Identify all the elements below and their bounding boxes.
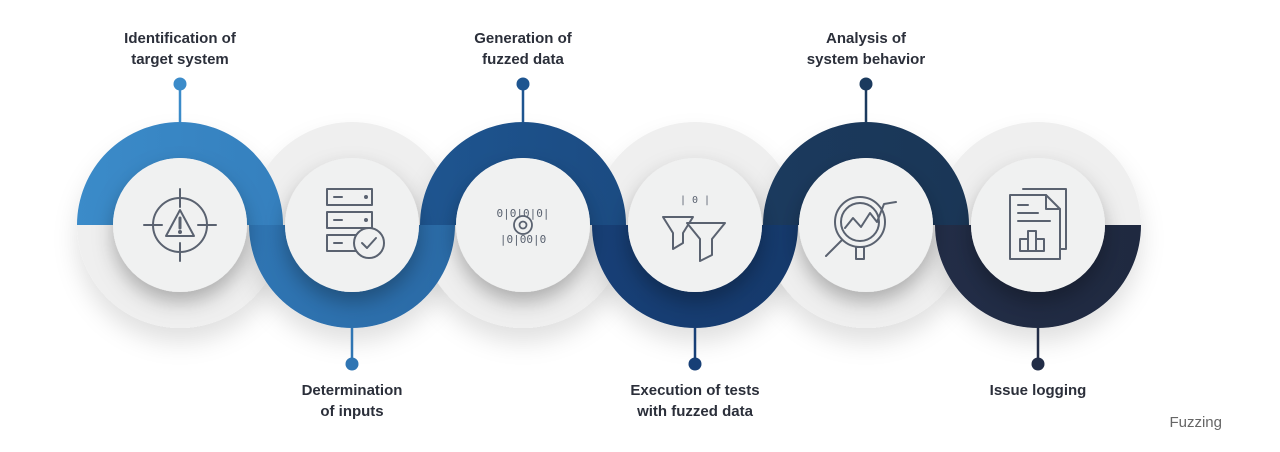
pin-dot [345, 357, 359, 371]
step-ring-arc [420, 122, 626, 225]
step-icon-circle [285, 158, 419, 292]
pin-dot [859, 77, 873, 91]
step-ring-arc [763, 122, 969, 225]
diagram-title: Fuzzing [1169, 414, 1222, 431]
label-line: system behavior [806, 51, 926, 68]
label-line: fuzzed data [482, 51, 564, 68]
label-line: of inputs [320, 403, 384, 420]
label-line: Determination [301, 382, 403, 399]
step-icon-circle [799, 158, 933, 292]
magnifier-chart-icon [825, 196, 897, 260]
label-line: Identification of [124, 30, 236, 47]
pin-dot [173, 77, 187, 91]
label-line: Generation of [474, 30, 572, 47]
svg-text:|0|00|0: |0|00|0 [500, 233, 546, 246]
step-label-4: Execution of tests with fuzzed data [595, 380, 795, 422]
svg-text:0|0|0|0|: 0|0|0|0| [497, 207, 550, 220]
step-label-6: Issue logging [938, 380, 1138, 401]
step-ring-arc [77, 122, 283, 225]
target-warning-icon [143, 188, 217, 262]
report-document-icon [1009, 188, 1067, 260]
binary-gear-icon: 0|0|0|0| |0|00|0 [497, 207, 550, 246]
pin-dot [688, 357, 702, 371]
label-line: Issue logging [989, 382, 1087, 399]
funnel-data-icon: | 0 | [662, 195, 726, 262]
step-ring-arc [592, 225, 798, 328]
step-ring-arc [249, 225, 455, 328]
pin-dot [1031, 357, 1045, 371]
step-ring-arc [935, 225, 1141, 328]
label-line: target system [131, 51, 229, 68]
step-label-5: Analysis of system behavior [766, 28, 966, 70]
step-label-1: Identification of target system [80, 28, 280, 70]
label-line: Analysis of [825, 30, 907, 47]
label-line: Execution of tests [630, 382, 760, 399]
pin-dot [516, 77, 530, 91]
server-check-icon [326, 188, 385, 259]
step-label-3: Generation of fuzzed data [423, 28, 623, 70]
step-label-2: Determination of inputs [252, 380, 452, 422]
svg-text:| 0 |: | 0 | [680, 195, 710, 206]
label-line: with fuzzed data [637, 403, 753, 420]
